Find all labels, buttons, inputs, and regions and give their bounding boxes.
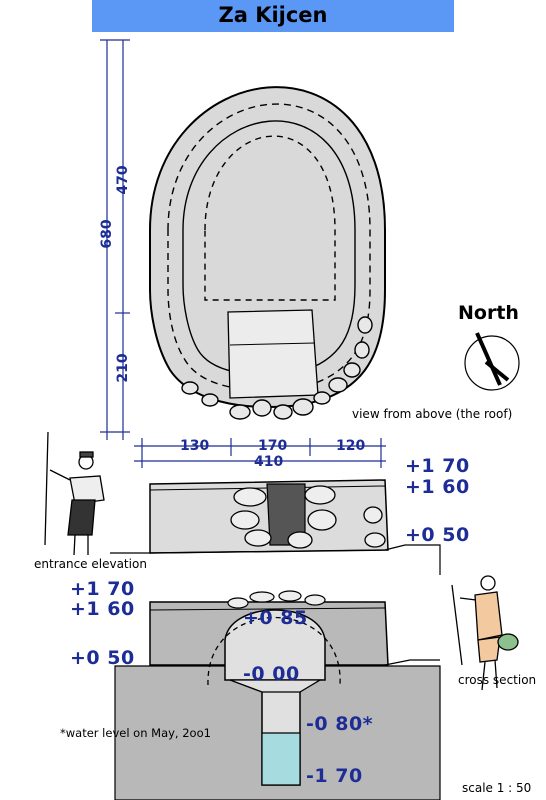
scale-label: scale 1 : 50	[462, 781, 532, 795]
sec-level-085: +0 85	[243, 607, 308, 629]
sec-level-minus170: -1 70	[306, 765, 363, 787]
sec-level-160: +1 60	[70, 598, 135, 620]
section-caption: cross section	[458, 673, 537, 687]
dim-elev-120: 120	[336, 438, 366, 454]
elevation-caption: entrance elevation	[34, 557, 147, 571]
elev-level-170: +1 70	[405, 455, 470, 477]
north-label: North	[458, 302, 519, 324]
dim-total-680: 680	[99, 219, 115, 249]
sec-level-000: -0 00	[243, 663, 300, 685]
dim-elev-170: 170	[258, 438, 288, 454]
elev-level-050: +0 50	[405, 524, 470, 546]
elev-level-160: +1 60	[405, 476, 470, 498]
water-level-note: *water level on May, 2oo1	[60, 726, 211, 740]
page-title: Za Kijcen	[218, 3, 328, 27]
dim-elev-130: 130	[180, 438, 210, 454]
title-bar: Za Kijcen	[92, 0, 454, 32]
plan-view	[149, 86, 386, 420]
dim-upper-470: 470	[115, 165, 131, 195]
dim-lower-210: 210	[115, 353, 131, 383]
human-figure-with-basket-icon	[451, 575, 519, 691]
entrance-elevation	[110, 479, 441, 575]
sec-level-050: +0 50	[70, 647, 135, 669]
cross-section	[114, 590, 441, 800]
north-arrow	[464, 332, 520, 391]
sec-level-080: -0 80*	[306, 713, 374, 735]
plan-dimension-lines	[100, 39, 130, 440]
entrance-stones	[181, 316, 373, 420]
sec-level-170: +1 70	[70, 578, 135, 600]
human-figure-icon	[44, 431, 105, 556]
elevation-dimension-lines	[134, 438, 386, 468]
dim-elev-410: 410	[254, 454, 284, 470]
plan-caption: view from above (the roof)	[352, 407, 513, 421]
